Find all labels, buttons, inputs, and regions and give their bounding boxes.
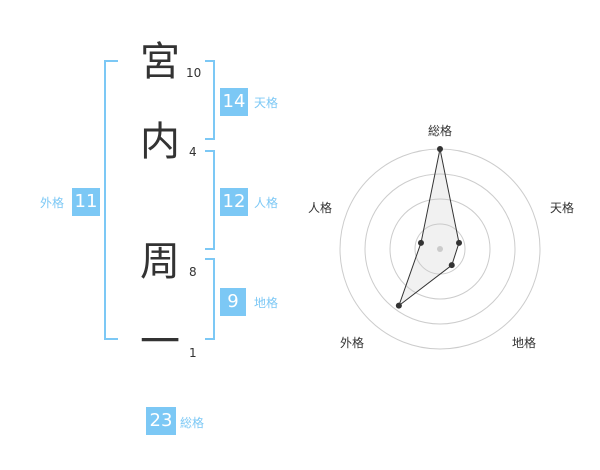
gaikaku-label: 外格 bbox=[40, 196, 65, 210]
name-char-1: 宮 bbox=[140, 39, 180, 85]
radar-label-jinkaku: 人格 bbox=[307, 201, 332, 215]
chikaku-value: 9 bbox=[220, 288, 246, 316]
jinkaku-bracket bbox=[205, 150, 215, 250]
radar-point-2 bbox=[456, 239, 463, 246]
jinkaku-value: 12 bbox=[220, 188, 248, 216]
gaikaku-bracket bbox=[104, 60, 118, 340]
radar-ring-2 bbox=[389, 198, 491, 300]
radar-label-tenkaku: 天格 bbox=[549, 201, 574, 215]
jinkaku-label: 人格 bbox=[254, 196, 279, 210]
stroke-count-1: 10 bbox=[186, 66, 202, 80]
radar-chart-svg bbox=[339, 146, 541, 350]
radar-chart bbox=[320, 110, 580, 370]
radar-center-dot bbox=[437, 246, 443, 252]
tenkaku-value: 14 bbox=[220, 88, 248, 116]
chikaku-label: 地格 bbox=[254, 296, 279, 310]
tenkaku-label: 天格 bbox=[254, 96, 279, 110]
soukaku-value: 23 bbox=[146, 407, 176, 435]
radar-point-3 bbox=[448, 262, 455, 269]
radar-ring-3 bbox=[364, 173, 516, 325]
name-char-3: 周 bbox=[140, 239, 180, 285]
chikaku-bracket bbox=[205, 258, 215, 340]
gaikaku-value: 11 bbox=[72, 188, 100, 216]
name-char-4: 一 bbox=[140, 319, 180, 365]
radar-point-4 bbox=[395, 302, 402, 309]
radar-label-soukaku: 総格 bbox=[427, 124, 452, 138]
stroke-count-2: 4 bbox=[189, 145, 197, 159]
radar-series-polygon bbox=[397, 148, 460, 308]
tenkaku-bracket bbox=[205, 60, 215, 140]
stroke-count-3: 8 bbox=[189, 265, 197, 279]
soukaku-label: 総格 bbox=[180, 416, 205, 430]
stroke-count-4: 1 bbox=[189, 346, 197, 360]
radar-point-1 bbox=[437, 146, 443, 152]
radar-point-5 bbox=[417, 239, 424, 246]
radar-label-gaikaku: 外格 bbox=[339, 336, 364, 350]
radar-label-chikaku: 地格 bbox=[511, 336, 536, 350]
name-char-2: 内 bbox=[140, 119, 180, 165]
